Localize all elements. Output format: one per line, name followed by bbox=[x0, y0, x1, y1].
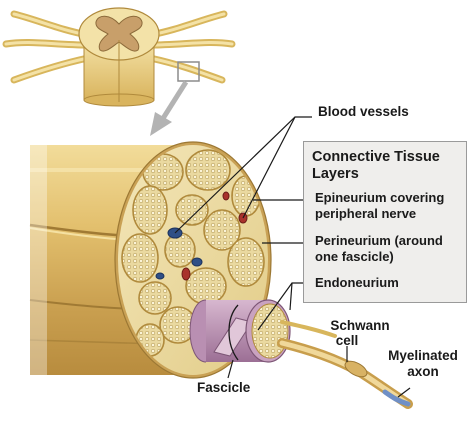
blood-vessel bbox=[192, 258, 202, 266]
label-schwann-cell-line1: Schwann bbox=[330, 318, 390, 334]
legend-epineurium-line1: Epineurium covering bbox=[315, 190, 444, 206]
zoom-arrow bbox=[150, 82, 186, 136]
fascicle bbox=[228, 238, 264, 286]
legend-perineurium-line2: one fascicle) bbox=[315, 249, 394, 265]
legend-endoneurium: Endoneurium bbox=[315, 275, 399, 291]
label-blood-vessels: Blood vessels bbox=[318, 104, 409, 120]
fascicle bbox=[176, 195, 208, 225]
fascicle bbox=[165, 233, 195, 267]
legend-title-line2: Layers bbox=[312, 166, 359, 183]
label-myelinated-axon-line1: Myelinated bbox=[384, 348, 462, 364]
fascicle bbox=[139, 282, 171, 314]
extracted-fascicle bbox=[190, 300, 290, 362]
label-schwann-cell-line2: cell bbox=[330, 333, 364, 349]
legend-epineurium-line2: peripheral nerve bbox=[315, 206, 416, 222]
fascicle bbox=[122, 234, 158, 282]
label-fascicle: Fascicle bbox=[197, 380, 250, 396]
blood-vessel bbox=[223, 192, 229, 200]
fascicle bbox=[133, 186, 167, 234]
fascicle bbox=[186, 150, 230, 190]
spinal-cord-inset bbox=[6, 8, 232, 106]
legend-perineurium-line1: Perineurium (around bbox=[315, 233, 443, 249]
label-myelinated-axon-line2: axon bbox=[384, 364, 462, 380]
blood-vessel bbox=[156, 273, 164, 279]
fascicle bbox=[186, 268, 226, 304]
legend-title-line1: Connective Tissue bbox=[312, 149, 440, 166]
blood-vessel bbox=[182, 268, 190, 280]
